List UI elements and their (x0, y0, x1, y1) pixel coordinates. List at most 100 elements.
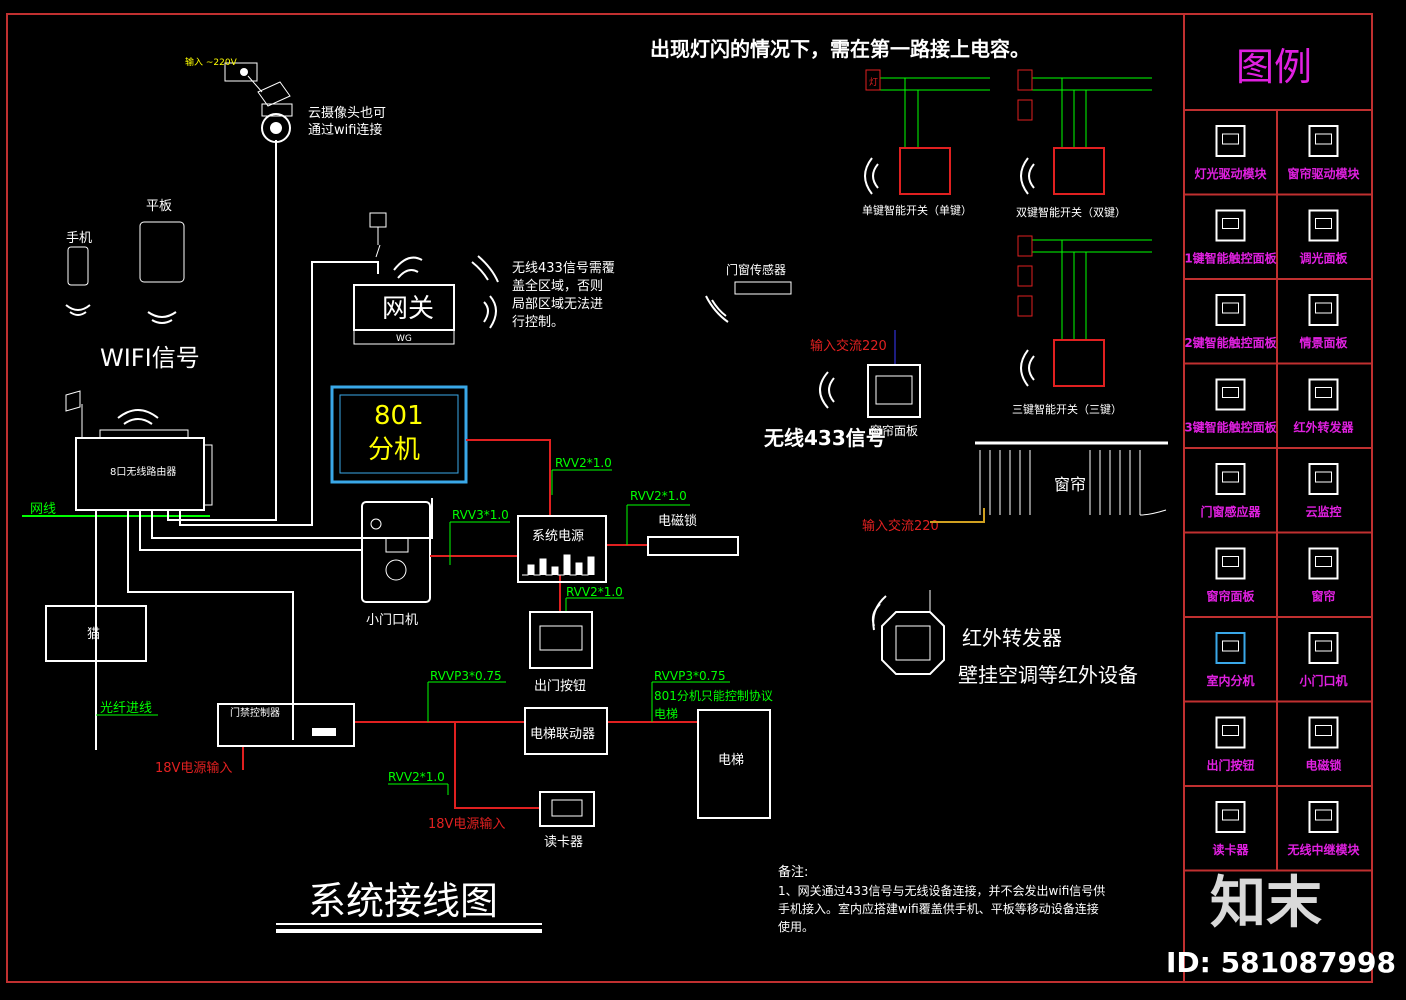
cable-rvv2-a: RVV2*1.0 (555, 456, 612, 470)
switch-2-label: 双键智能开关（双键） (1016, 205, 1126, 219)
gateway-wireless-icon (471, 255, 499, 329)
curtain-panel-label: 窗帘面板 (870, 423, 918, 438)
phone-icon (67, 246, 89, 286)
door-sensor-icon (705, 281, 792, 323)
elev-note-1: 801分机只能控制协议 (654, 688, 773, 703)
cable-rvv3: RVV3*1.0 (452, 508, 509, 522)
legend-item-label: 小门口机 (1299, 673, 1347, 688)
lamp-label: 灯 (869, 77, 878, 88)
legend-item-icon (1215, 378, 1246, 411)
legend-item-icon (1215, 632, 1246, 664)
cable-rvv2-d: RVV2*1.0 (388, 770, 445, 784)
tablet-icon (139, 221, 185, 283)
legend-item-label: 2键智能触控面板 (1184, 335, 1277, 350)
legend-item-label: 3键智能触控面板 (1184, 420, 1277, 435)
cable-rvv2-c: RVV2*1.0 (566, 585, 623, 599)
door-sensor-label: 门窗传感器 (726, 262, 786, 277)
exit-button-icon (529, 611, 593, 669)
watermark-id: ID: 581087998 (1166, 946, 1396, 979)
router-label: 8口无线路由器 (110, 465, 176, 478)
legend-item-icon (1308, 378, 1339, 411)
switch-1-wiring (880, 77, 990, 148)
switch-1-icon (899, 147, 951, 195)
power-outlet-icon (224, 62, 258, 82)
legend-item-icon (1215, 209, 1246, 242)
indoor-unit-801 (330, 385, 468, 484)
legend-grid: 灯光驱动模块窗帘驱动模块1键智能触控面板调光面板2键智能触控面板情景面板3键智能… (1184, 109, 1372, 872)
cable-leaders (388, 469, 730, 795)
ir-label-2: 壁挂空调等红外设备 (958, 663, 1138, 687)
power-input-label: 输入 ~220V (185, 56, 238, 68)
wifi-signal-label: WIFI信号 (100, 344, 200, 372)
card-reader-label: 读卡器 (544, 835, 583, 850)
ac-in-label-2: 输入交流220 (862, 518, 939, 534)
legend-item-icon (1308, 294, 1339, 326)
outer-frame (6, 13, 1373, 983)
net-line-label: 网线 (30, 502, 56, 517)
note-433-2: 盖全区域，否则 (512, 278, 603, 294)
legend-title: 图例 (1236, 45, 1312, 89)
legend-item-icon (1308, 632, 1339, 664)
curtain-icon (975, 441, 1168, 516)
elev-link-box (524, 707, 608, 755)
legend-item-label: 读卡器 (1212, 842, 1249, 857)
legend-item-label: 出门按钮 (1206, 758, 1254, 773)
cable-rvvp3-a: RVVP3*0.75 (430, 669, 502, 683)
modem-label: 猫 (87, 627, 100, 642)
legend-item-label: 门窗感应器 (1200, 504, 1261, 519)
router-icon (65, 390, 213, 511)
remark-line-2: 手机接入。室内应搭建wifi覆盖供手机、平板等移动设备连接 (778, 901, 1099, 916)
legend-item-icon (1308, 547, 1339, 580)
legend-item-icon (1215, 125, 1246, 157)
small-door-label: 小门口机 (366, 613, 418, 628)
gateway-label: 网关 (382, 294, 434, 324)
cable-rvv2-b: RVV2*1.0 (630, 489, 687, 503)
legend-item-icon (1308, 209, 1339, 242)
legend-item-icon (1215, 801, 1246, 833)
card-reader-icon (539, 791, 595, 827)
switch-3-icon (1053, 339, 1105, 387)
ir-label-1: 红外转发器 (962, 626, 1062, 650)
legend-item-icon (1215, 716, 1246, 749)
note-433-1: 无线433信号需覆 (512, 261, 615, 276)
note-433-4: 行控制。 (512, 315, 564, 330)
legend-item-label: 室内分机 (1206, 673, 1254, 688)
router-wiring (95, 140, 433, 750)
phone-label: 手机 (66, 231, 92, 246)
curtain-label: 窗帘 (1054, 475, 1086, 494)
legend-item-label: 红外转发器 (1293, 420, 1354, 435)
legend-item-label: 无线中继模块 (1286, 842, 1360, 857)
legend-item-icon (1215, 463, 1246, 495)
legend-item-icon (1308, 716, 1339, 749)
legend-item-label: 云监控 (1305, 504, 1341, 519)
exit-button-label: 出门按钮 (534, 679, 586, 694)
curtain-panel-icon (867, 364, 921, 418)
switch-1-label: 单键智能开关（单键） (862, 203, 972, 217)
legend-item-label: 1键智能触控面板 (1184, 251, 1277, 266)
legend-item-label: 情景面板 (1299, 335, 1348, 350)
elev-note-2: 电梯 (654, 707, 678, 721)
remark-line-3: 使用。 (778, 919, 814, 934)
legend-item-label: 电磁锁 (1305, 758, 1341, 773)
legend-item-label: 窗帘 (1311, 589, 1335, 604)
ir-transmitter-icon (871, 590, 945, 675)
remark-line-1: 1、网关通过433信号与无线设备连接，并不会发出wifi信号供 (778, 883, 1105, 898)
legend-item-label: 灯光驱动模块 (1194, 166, 1267, 181)
top-note: 出现灯闪的情况下，需在第一路接上电容。 (650, 37, 1030, 61)
cloud-camera-icon (257, 81, 293, 143)
switch-2-icon (1053, 147, 1105, 195)
note-433-3: 局部区域无法进 (512, 297, 603, 312)
elevator-label: 电梯 (718, 753, 744, 768)
legend-item-icon (1215, 547, 1246, 580)
legend-item-label: 调光面板 (1299, 251, 1348, 266)
switch-3-wiring (1032, 239, 1152, 340)
pwr18-label-1: 18V电源输入 (155, 760, 232, 776)
wifi-waves-icon (65, 304, 177, 324)
door-controller (217, 703, 355, 747)
camera-note-1: 云摄像头也可 (308, 106, 386, 121)
system-power-box (517, 515, 607, 583)
elev-link-label: 电梯联动器 (530, 727, 595, 742)
elevator-box (697, 709, 771, 819)
em-lock-label: 电磁锁 (658, 513, 697, 529)
